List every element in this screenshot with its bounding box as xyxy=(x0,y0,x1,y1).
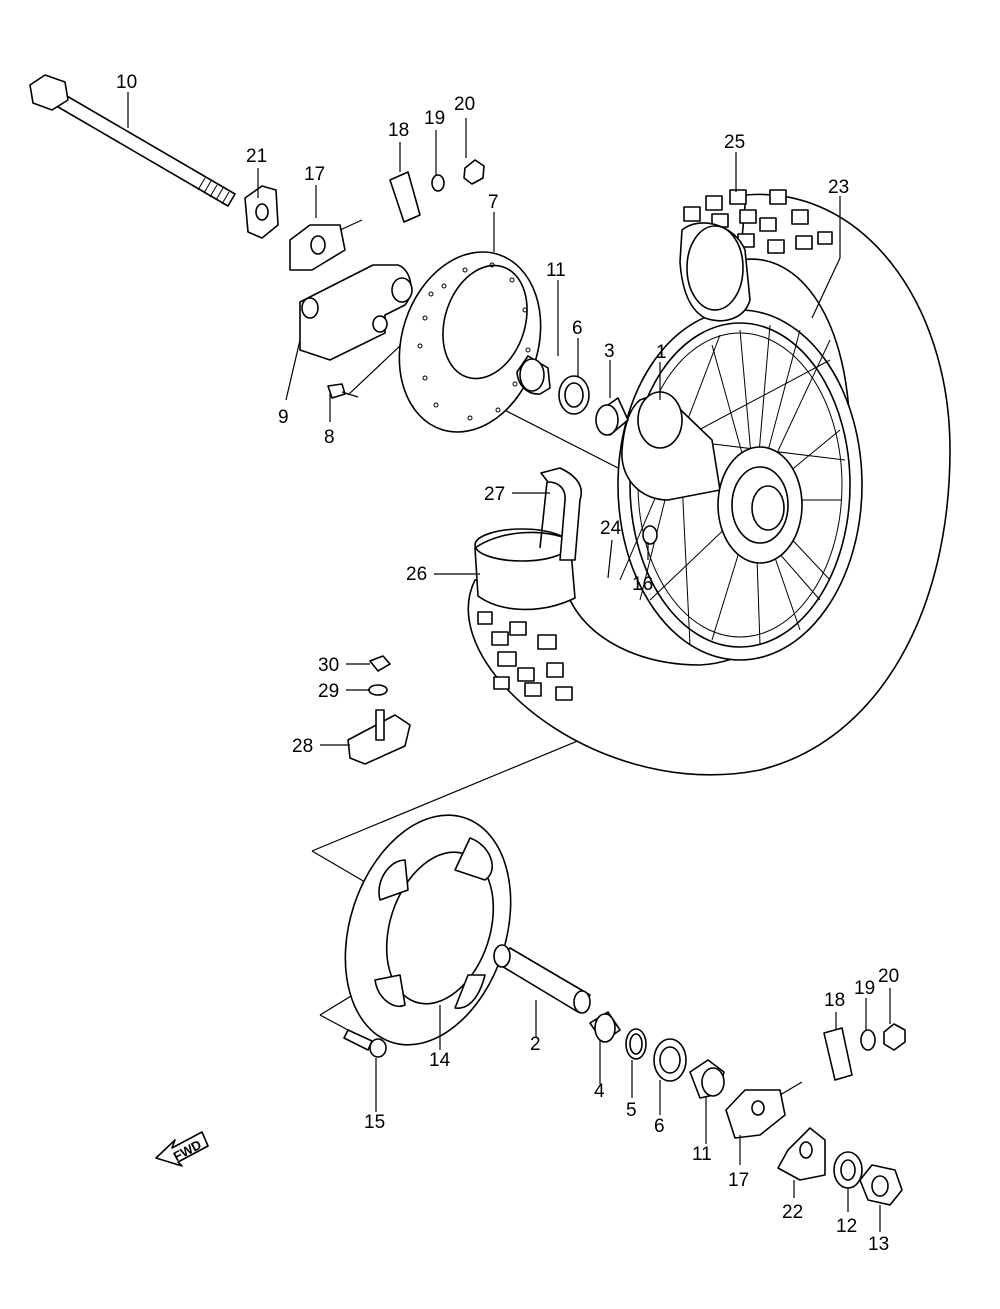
callout-labels: 1 2 3 4 5 6 6 7 8 9 10 11 11 12 13 14 15… xyxy=(116,72,899,1255)
callout-30: 30 xyxy=(318,655,339,676)
caliper-bracket xyxy=(299,264,413,361)
rear-tire xyxy=(467,189,951,776)
callout-23: 23 xyxy=(828,177,849,198)
callout-leader-lines xyxy=(127,92,891,1232)
forward-direction-arrow: FWD xyxy=(155,1131,209,1167)
callout-20a: 20 xyxy=(454,94,475,115)
tire-tread-lower xyxy=(477,611,573,701)
brake-disc xyxy=(398,251,542,433)
callout-18a: 18 xyxy=(388,120,409,141)
callout-19a: 19 xyxy=(424,108,445,129)
callout-12: 12 xyxy=(836,1216,857,1237)
callout-26: 26 xyxy=(406,564,427,585)
callout-20b: 20 xyxy=(878,966,899,987)
callout-19b: 19 xyxy=(854,978,875,999)
callout-16: 16 xyxy=(632,574,653,595)
inner-tube-and-rim-band xyxy=(474,467,582,611)
lower-adjuster-parts xyxy=(725,1023,906,1206)
callout-9: 9 xyxy=(278,407,289,428)
spoke-nipple xyxy=(642,525,658,545)
callout-15: 15 xyxy=(364,1112,385,1133)
callout-5: 5 xyxy=(626,1100,637,1121)
callout-24: 24 xyxy=(600,518,622,539)
callout-6a: 6 xyxy=(572,318,583,339)
callout-2: 2 xyxy=(530,1034,541,1055)
callout-29: 29 xyxy=(318,681,339,702)
front-side-bearings xyxy=(516,355,629,436)
callout-28: 28 xyxy=(292,736,313,757)
callout-18b: 18 xyxy=(824,990,845,1011)
callout-6b: 6 xyxy=(654,1116,665,1137)
sprocket-bolt xyxy=(343,1029,387,1058)
rear-side-bearings xyxy=(493,944,725,1099)
callout-14: 14 xyxy=(429,1050,451,1071)
callout-10: 10 xyxy=(116,72,137,93)
callout-4: 4 xyxy=(594,1081,605,1102)
callout-11b: 11 xyxy=(692,1144,712,1165)
callout-17a: 17 xyxy=(304,164,325,185)
upper-small-parts xyxy=(327,159,485,399)
callout-8: 8 xyxy=(324,427,335,448)
fwd-label: FWD xyxy=(171,1137,204,1164)
callout-3: 3 xyxy=(604,341,615,362)
rear-sprocket xyxy=(344,814,512,1046)
callout-27: 27 xyxy=(484,484,505,505)
rim-lock-and-nut xyxy=(347,655,411,765)
callout-21: 21 xyxy=(246,146,267,167)
callout-1: 1 xyxy=(656,342,667,363)
tire-tread-section xyxy=(679,222,751,322)
callout-11a: 11 xyxy=(546,260,566,281)
callout-7: 7 xyxy=(488,192,499,213)
chain-adjuster-left xyxy=(244,185,363,271)
callout-13: 13 xyxy=(868,1234,889,1255)
tire-tread-upper xyxy=(683,189,833,254)
rear-axle xyxy=(29,74,236,207)
callout-22: 22 xyxy=(782,1202,803,1223)
callout-17b: 17 xyxy=(728,1170,749,1191)
callout-25: 25 xyxy=(724,132,745,153)
